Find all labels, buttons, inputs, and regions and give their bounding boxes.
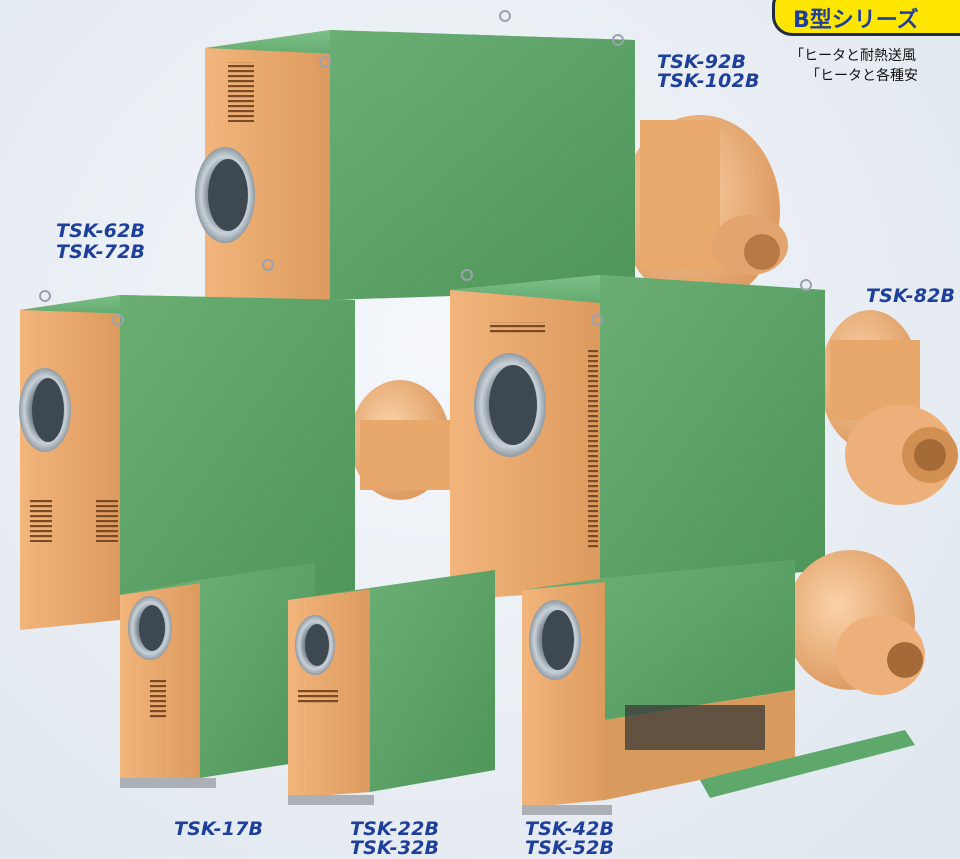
series-badge-text: B型シリーズ bbox=[793, 8, 919, 33]
label-tsk-92b: TSK-92B bbox=[657, 51, 747, 73]
unit-tsk-92b bbox=[195, 10, 788, 330]
series-badge: B型シリーズ bbox=[772, 0, 960, 36]
label-tsk-72b: TSK-72B bbox=[56, 241, 146, 263]
caption-line-2: 「ヒータと各種安 bbox=[806, 68, 918, 84]
label-tsk-62b: TSK-62B bbox=[56, 220, 146, 242]
label-tsk-42b: TSK-42B bbox=[525, 818, 615, 840]
label-tsk-102b: TSK-102B bbox=[657, 70, 760, 92]
label-tsk-82b: TSK-82B bbox=[866, 285, 956, 307]
label-tsk-32b: TSK-32B bbox=[350, 837, 440, 859]
unit-tsk-42b bbox=[522, 550, 925, 815]
unit-tsk-82b-blower bbox=[820, 310, 958, 505]
caption-line-1: 「ヒータと耐熱送風 bbox=[790, 48, 916, 64]
label-tsk-17b: TSK-17B bbox=[174, 818, 264, 840]
unit-tsk-62b bbox=[19, 259, 355, 630]
label-tsk-52b: TSK-52B bbox=[525, 837, 615, 859]
label-tsk-22b: TSK-22B bbox=[350, 818, 440, 840]
unit-tsk-82b bbox=[350, 269, 825, 600]
unit-tsk-22b bbox=[288, 570, 495, 805]
unit-tsk-17b bbox=[120, 563, 315, 788]
